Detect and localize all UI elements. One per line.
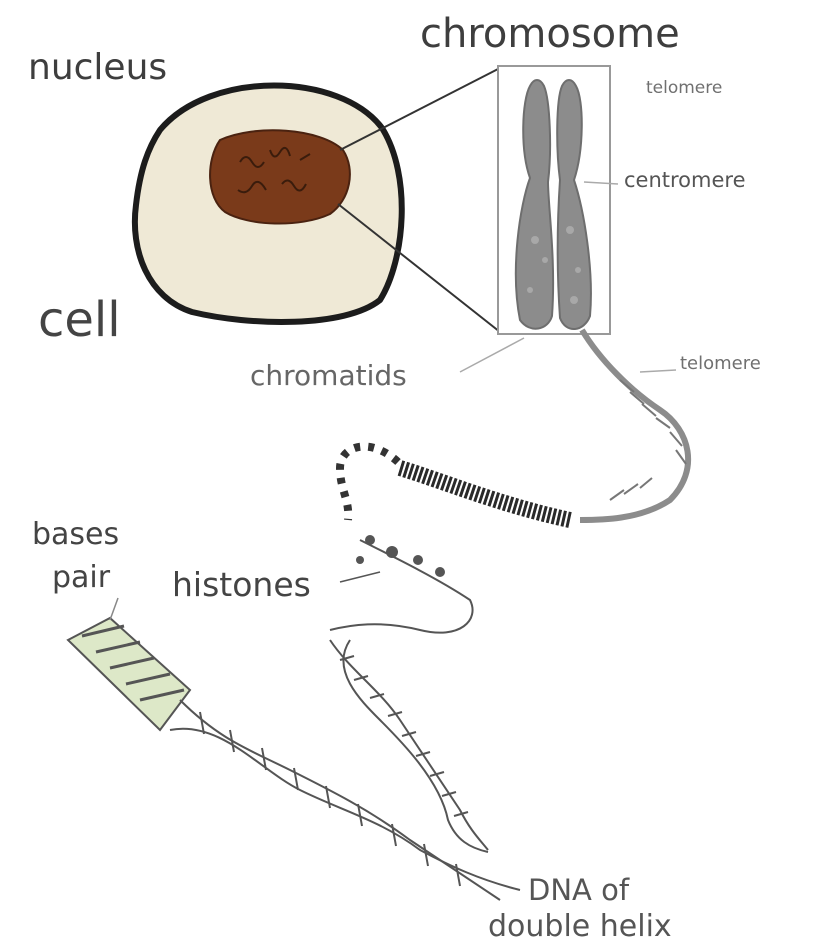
dna-label-line2: double helix (488, 912, 672, 942)
unwinding-strand (580, 330, 688, 520)
histones-label: histones (172, 568, 311, 601)
histone-beads (356, 535, 445, 577)
coiled-fiber (400, 468, 570, 520)
telomere-pointer (640, 370, 676, 372)
chromatids-pointer (460, 338, 524, 372)
chromosome-box (498, 66, 610, 334)
chromatin-loop (340, 447, 398, 520)
chromosome-label: chromosome (420, 14, 680, 54)
dna-label-line1: DNA of (528, 876, 629, 905)
cell-label: cell (38, 296, 121, 344)
bases-pair-pointer (110, 598, 118, 620)
bases-label: bases (32, 520, 119, 550)
chromatids-label: chromatids (250, 362, 407, 390)
telomere-top-label: telomere (646, 80, 722, 97)
telomere-bottom-label: telomere (680, 355, 761, 373)
nucleus-shape (210, 130, 350, 223)
centromere-label: centromere (624, 170, 746, 191)
pair-label: pair (52, 563, 110, 593)
vertical-helix (330, 640, 488, 852)
histones-pointer (340, 572, 380, 582)
horizontal-helix (170, 700, 520, 900)
nucleus-label: nucleus (28, 50, 167, 86)
histone-strand (330, 540, 473, 633)
